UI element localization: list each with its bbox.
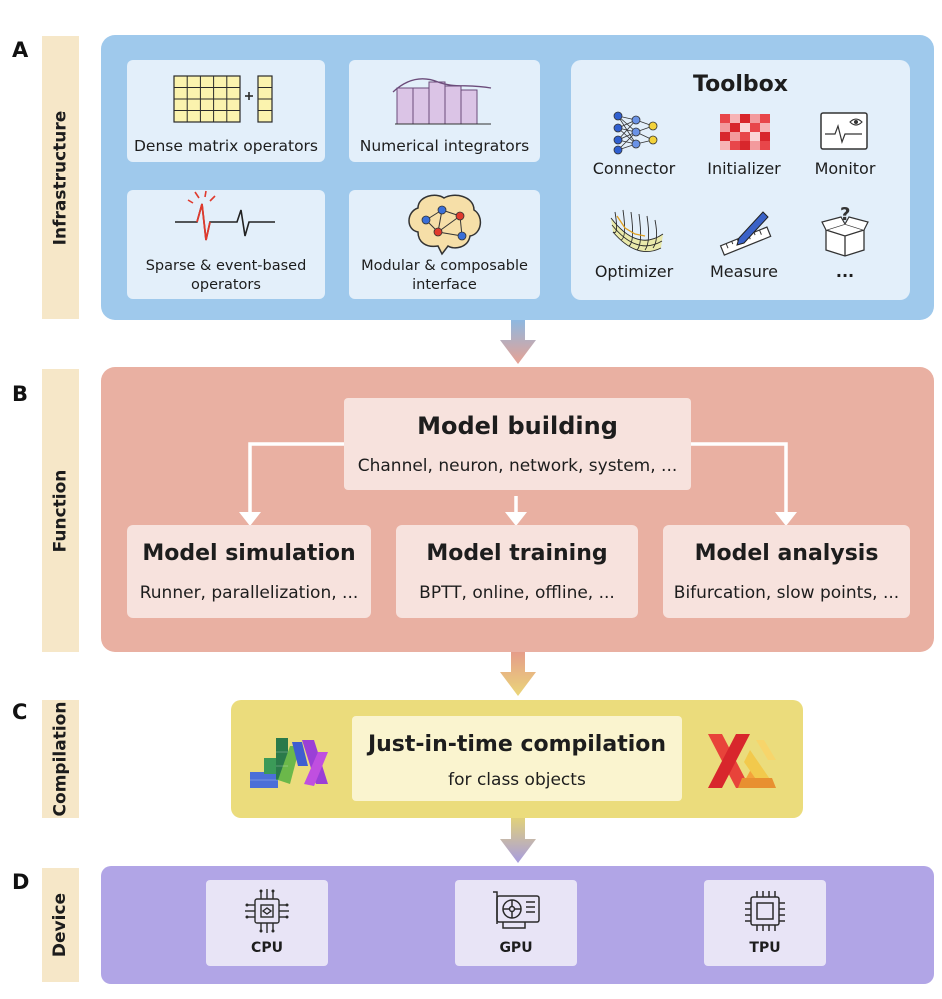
side-label-function: Function (42, 369, 79, 652)
model-training-card: Model training BPTT, online, offline, ..… (396, 525, 638, 618)
modular-label-line2: interface (412, 277, 477, 293)
sparse-label-line1: Sparse & event-based (145, 258, 307, 274)
toolbox-item-optimizer: Optimizer (594, 262, 674, 281)
dense-matrix-label: Dense matrix operators (133, 137, 319, 155)
monitor-icon (820, 112, 868, 150)
jax-logo-icon (250, 738, 328, 788)
model-simulation-card: Model simulation Runner, parallelization… (127, 525, 371, 618)
arrow-compilation-to-device (500, 817, 536, 863)
toolbox-item-initializer: Initializer (707, 159, 781, 178)
device-label-gpu: GPU (499, 940, 533, 956)
side-label-compilation: Compilation (42, 700, 79, 818)
xla-logo-icon (708, 734, 776, 788)
toolbox-item-measure: Measure (710, 262, 778, 281)
integrator-bars-icon (392, 78, 492, 125)
model-building-title: Model building (417, 412, 618, 440)
section-letter-a: A (12, 38, 29, 62)
model-analysis-sub: Bifurcation, slow points, ... (673, 583, 900, 603)
section-letter-b: B (12, 382, 29, 406)
toolbox-title: Toolbox (693, 72, 788, 97)
toolbox-item-monitor: Monitor (814, 159, 876, 178)
model-analysis-title: Model analysis (694, 541, 879, 566)
device-card-tpu: TPU (704, 880, 826, 966)
device-card-gpu: GPU (455, 880, 577, 966)
side-label-device: Device (42, 868, 79, 982)
spike-train-icon (175, 190, 275, 241)
modular-interface-card: Modular & composable interface (349, 190, 540, 299)
model-training-title: Model training (426, 541, 608, 566)
side-label-infrastructure: Infrastructure (42, 36, 79, 319)
integrators-label: Numerical integrators (359, 137, 530, 155)
dense-matrix-card: Dense matrix operators (127, 60, 325, 162)
jit-sub: for class objects (448, 770, 586, 790)
toolbox-card: Toolbox Connector Initializer Monitor (571, 60, 910, 300)
initializer-icon (720, 114, 770, 150)
arrow-infra-to-function (500, 318, 536, 364)
integrators-card: Numerical integrators (349, 60, 540, 162)
toolbox-item-more: ... (835, 262, 855, 281)
model-simulation-sub: Runner, parallelization, ... (139, 583, 359, 603)
model-simulation-title: Model simulation (142, 541, 356, 566)
device-card-cpu: CPU (206, 880, 328, 966)
building-branch-arrows (239, 442, 797, 526)
device-label-tpu: TPU (749, 940, 781, 956)
jit-compilation-card: Just-in-time compilation for class objec… (352, 716, 682, 801)
connector-icon (613, 111, 658, 155)
toolbox-item-connector: Connector (592, 159, 676, 178)
model-building-card: Model building Channel, neuron, network,… (344, 398, 691, 490)
question-box-icon: ? (821, 204, 869, 257)
arrow-function-to-compilation (500, 650, 536, 696)
dense-matrix-icon (173, 75, 273, 123)
model-analysis-card: Model analysis Bifurcation, slow points,… (663, 525, 910, 618)
modular-label-line1: Modular & composable (361, 258, 528, 274)
gpu-card-icon (493, 891, 540, 929)
brain-network-icon (408, 194, 482, 256)
cpu-chip-icon (245, 889, 289, 933)
sparse-label-line2: operators (191, 277, 261, 293)
device-label-cpu: CPU (251, 940, 283, 956)
sparse-operators-card: Sparse & event-based operators (127, 190, 325, 299)
model-building-sub: Channel, neuron, network, system, ... (357, 456, 678, 476)
svg-text:?: ? (840, 204, 850, 225)
tpu-chip-icon (745, 891, 785, 931)
jit-title: Just-in-time compilation (367, 732, 667, 757)
measure-icon (719, 211, 772, 256)
optimizer-icon (610, 209, 664, 252)
model-training-sub: BPTT, online, offline, ... (419, 583, 615, 603)
section-letter-d: D (12, 870, 30, 894)
section-letter-c: C (12, 700, 28, 724)
